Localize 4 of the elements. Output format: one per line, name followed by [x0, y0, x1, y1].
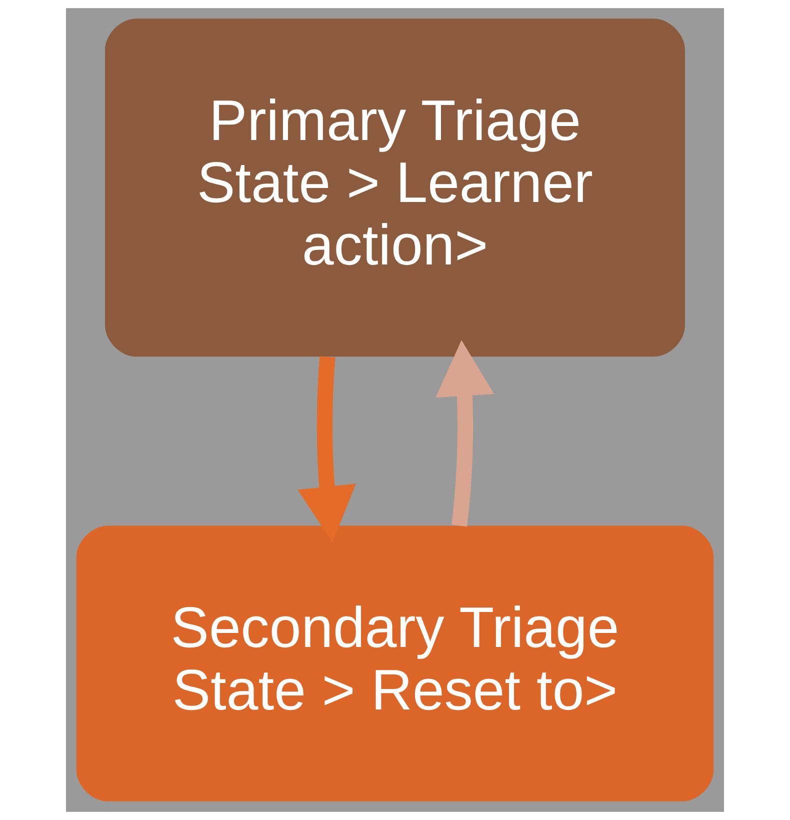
arrow [436, 340, 494, 527]
arrow [298, 356, 356, 542]
node-box: Secondary Triage State > Reset to> [76, 526, 714, 802]
node-box: Primary Triage State > Learner action> [105, 18, 685, 357]
